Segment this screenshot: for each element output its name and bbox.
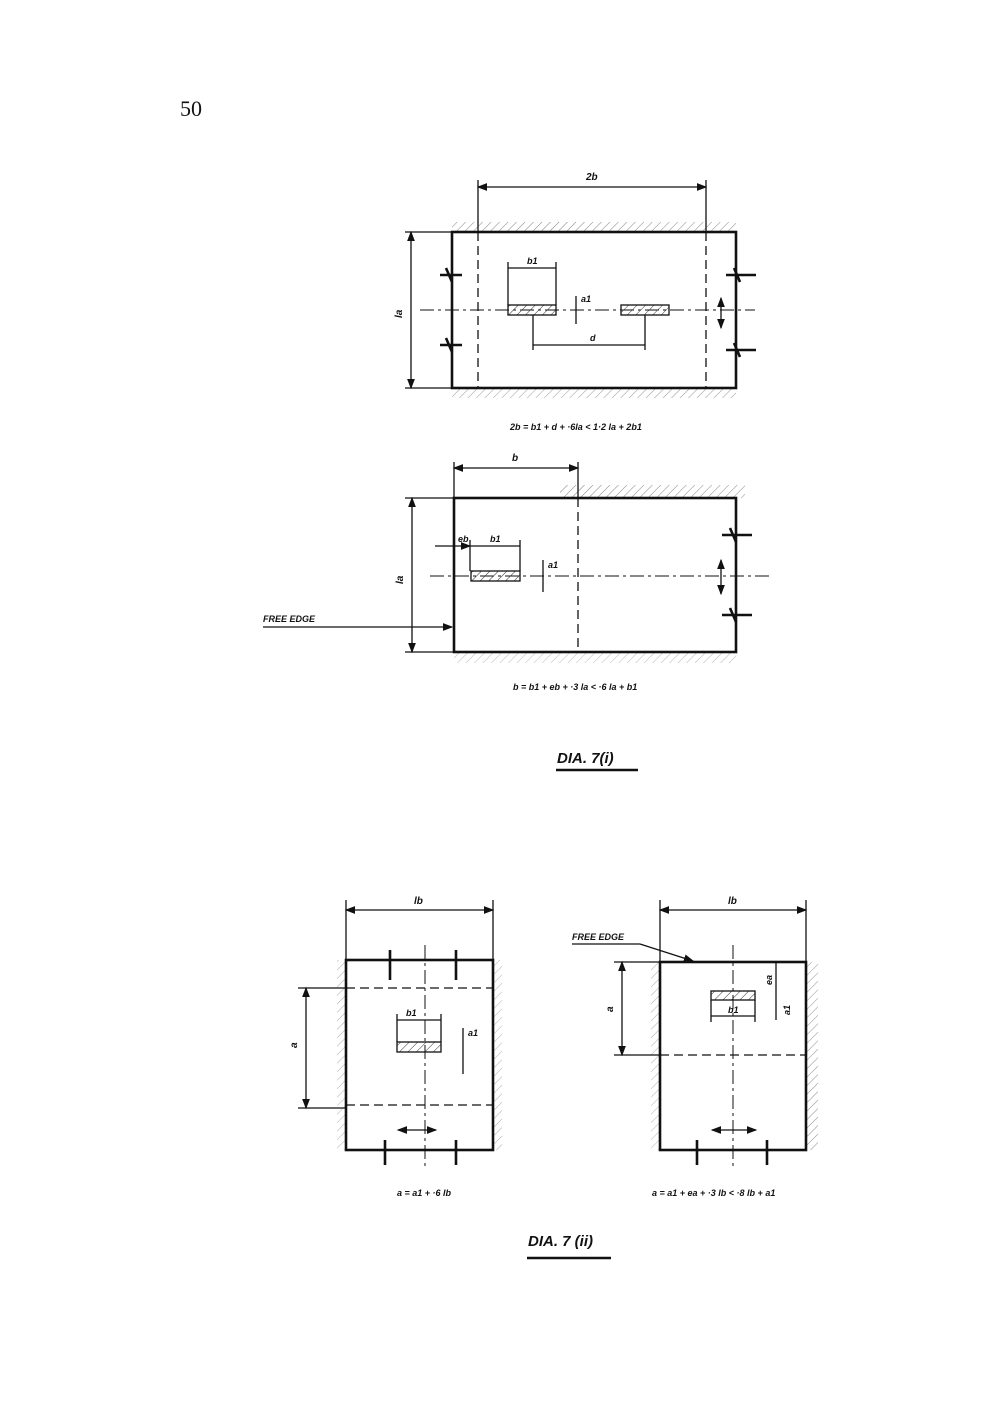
dim-label-a1: a1 bbox=[782, 1005, 792, 1015]
support-marks bbox=[440, 267, 756, 358]
slab-outline bbox=[452, 496, 738, 654]
drawing-line bbox=[440, 267, 462, 283]
drawing-line bbox=[337, 960, 346, 1150]
free-edge-label: FREE EDGE bbox=[572, 932, 625, 942]
support-marks bbox=[722, 527, 752, 623]
load-patch bbox=[620, 304, 670, 316]
formula: a = a1 + ea + ·3 lb < ·8 lb + a1 bbox=[652, 1188, 775, 1198]
load-patch bbox=[396, 1041, 442, 1053]
dim-label-eb: eb bbox=[458, 534, 469, 544]
load-patch bbox=[507, 304, 557, 316]
hatch-support-bottom bbox=[452, 388, 736, 398]
drawing-line bbox=[493, 960, 502, 1150]
dim-label-la: la bbox=[395, 575, 406, 584]
free-edge-label: FREE EDGE bbox=[263, 614, 316, 624]
drawing-line bbox=[383, 950, 458, 1165]
load-patch bbox=[470, 570, 521, 582]
hatch-support-top bbox=[452, 222, 736, 232]
slab-outline bbox=[344, 958, 495, 1152]
dim-label-2b: 2b bbox=[585, 172, 598, 183]
dim-label-lb: lb bbox=[414, 896, 423, 907]
drawing-line bbox=[383, 950, 458, 1165]
page-number: 50 bbox=[180, 96, 202, 121]
dim-label-a: a bbox=[289, 1042, 300, 1048]
drawing-line bbox=[722, 527, 752, 543]
drawing-line bbox=[695, 1140, 769, 1165]
drawing-line bbox=[560, 485, 745, 498]
formula: 2b = b1 + d + ·6la < 1·2 la + 2b1 bbox=[509, 422, 642, 432]
formula: b = b1 + eb + ·3 la < ·6 la + b1 bbox=[513, 682, 637, 692]
diagram-7ii-left: lb a b1 a1 a = a1 + ·6 lb bbox=[289, 896, 502, 1198]
dim-label-la: la bbox=[394, 309, 405, 318]
dim-label-b1: b1 bbox=[527, 256, 538, 266]
drawing-line bbox=[695, 1140, 769, 1165]
dim-label-a1: a1 bbox=[581, 294, 591, 304]
dim-label-ea: ea bbox=[764, 975, 774, 985]
formula: a = a1 + ·6 lb bbox=[397, 1188, 452, 1198]
diagram-7i-top: 2b la b1 a1 d 2b = b1 + d + ·6la < 1·2 l… bbox=[394, 172, 756, 432]
drawing-line bbox=[722, 607, 752, 623]
drawing-line bbox=[726, 267, 756, 283]
caption-dia-7i: DIA. 7(i) bbox=[557, 750, 614, 767]
load-patch bbox=[710, 990, 756, 1001]
drawing-line bbox=[651, 962, 660, 1150]
dim-label-a1: a1 bbox=[548, 560, 558, 570]
dim-label-b1: b1 bbox=[490, 534, 501, 544]
dim-label-b: b bbox=[512, 453, 518, 464]
diagram-7ii-right: lb FREE EDGE a b1 ea a1 a = a1 + ea + ·3… bbox=[572, 896, 818, 1198]
drawing-line bbox=[806, 962, 818, 1150]
free-edge-leader bbox=[639, 943, 695, 962]
dim-label-a: a bbox=[605, 1006, 616, 1012]
drawing-line bbox=[454, 653, 736, 663]
diagram-7i-bottom: b la eb b1 a1 FREE EDGE b = b1 + eb + ·3… bbox=[263, 453, 770, 692]
dim-label-a1: a1 bbox=[468, 1028, 478, 1038]
dim-label-d: d bbox=[590, 333, 596, 343]
caption-dia-7ii: DIA. 7 (ii) bbox=[528, 1233, 593, 1250]
drawing-line bbox=[440, 337, 462, 353]
dim-label-b1: b1 bbox=[406, 1008, 417, 1018]
slab-outline bbox=[450, 230, 738, 390]
dim-label-b1: b1 bbox=[728, 1005, 739, 1015]
dim-label-lb: lb bbox=[728, 896, 737, 907]
drawing-line bbox=[726, 342, 756, 358]
